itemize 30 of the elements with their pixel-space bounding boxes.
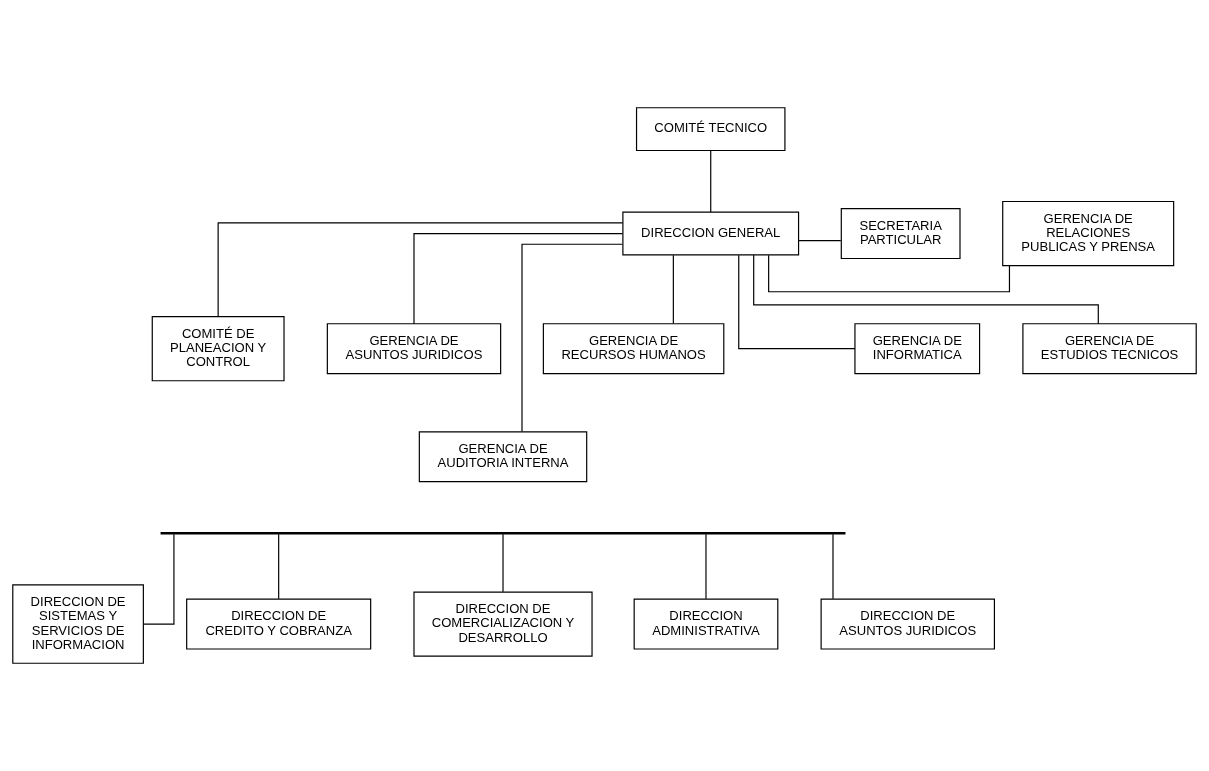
connector [705, 533, 707, 600]
node-box: COMITÉ DE PLANEACION Y CONTROL [151, 316, 285, 382]
connector [753, 254, 1099, 325]
node-box: GERENCIA DE ESTUDIOS TECNICOS [1022, 323, 1197, 375]
node-box: DIRECCION ADMINISTRATIVA [633, 598, 779, 650]
node-box: DIRECCION DE SISTEMAS Y SERVICIOS DE INFORMACION [12, 584, 144, 664]
node-box: DIRECCION DE CREDITO Y COBRANZA [186, 598, 372, 650]
node-box: GERENCIA DE INFORMATICA [854, 323, 981, 375]
connector [217, 222, 624, 318]
connector [798, 240, 842, 242]
connector [413, 232, 624, 325]
connector [143, 533, 175, 625]
node-box: SECRETARIA PARTICULAR [840, 208, 961, 260]
connector [710, 150, 712, 213]
node-bar [160, 532, 846, 535]
node-box: COMITÉ TECNICO [635, 107, 786, 152]
node-box: GERENCIA DE RELACIONES PUBLICAS Y PRENSA [1002, 200, 1175, 267]
node-box: DIRECCION DE ASUNTOS JURIDICOS [820, 598, 995, 650]
node-box: GERENCIA DE ASUNTOS JURIDICOS [326, 323, 502, 375]
node-box: GERENCIA DE RECURSOS HUMANOS [542, 323, 725, 375]
node-box: DIRECCION DE COMERCIALIZACION Y DESARROLLO [413, 591, 593, 657]
connector [768, 254, 1011, 293]
connector [278, 533, 280, 600]
node-box: GERENCIA DE AUDITORIA INTERNA [418, 431, 588, 483]
connector [672, 254, 674, 325]
connector [521, 243, 624, 433]
connector [832, 533, 834, 600]
connector [738, 254, 856, 350]
connector [502, 533, 504, 593]
node-box: DIRECCION GENERAL [622, 211, 800, 256]
